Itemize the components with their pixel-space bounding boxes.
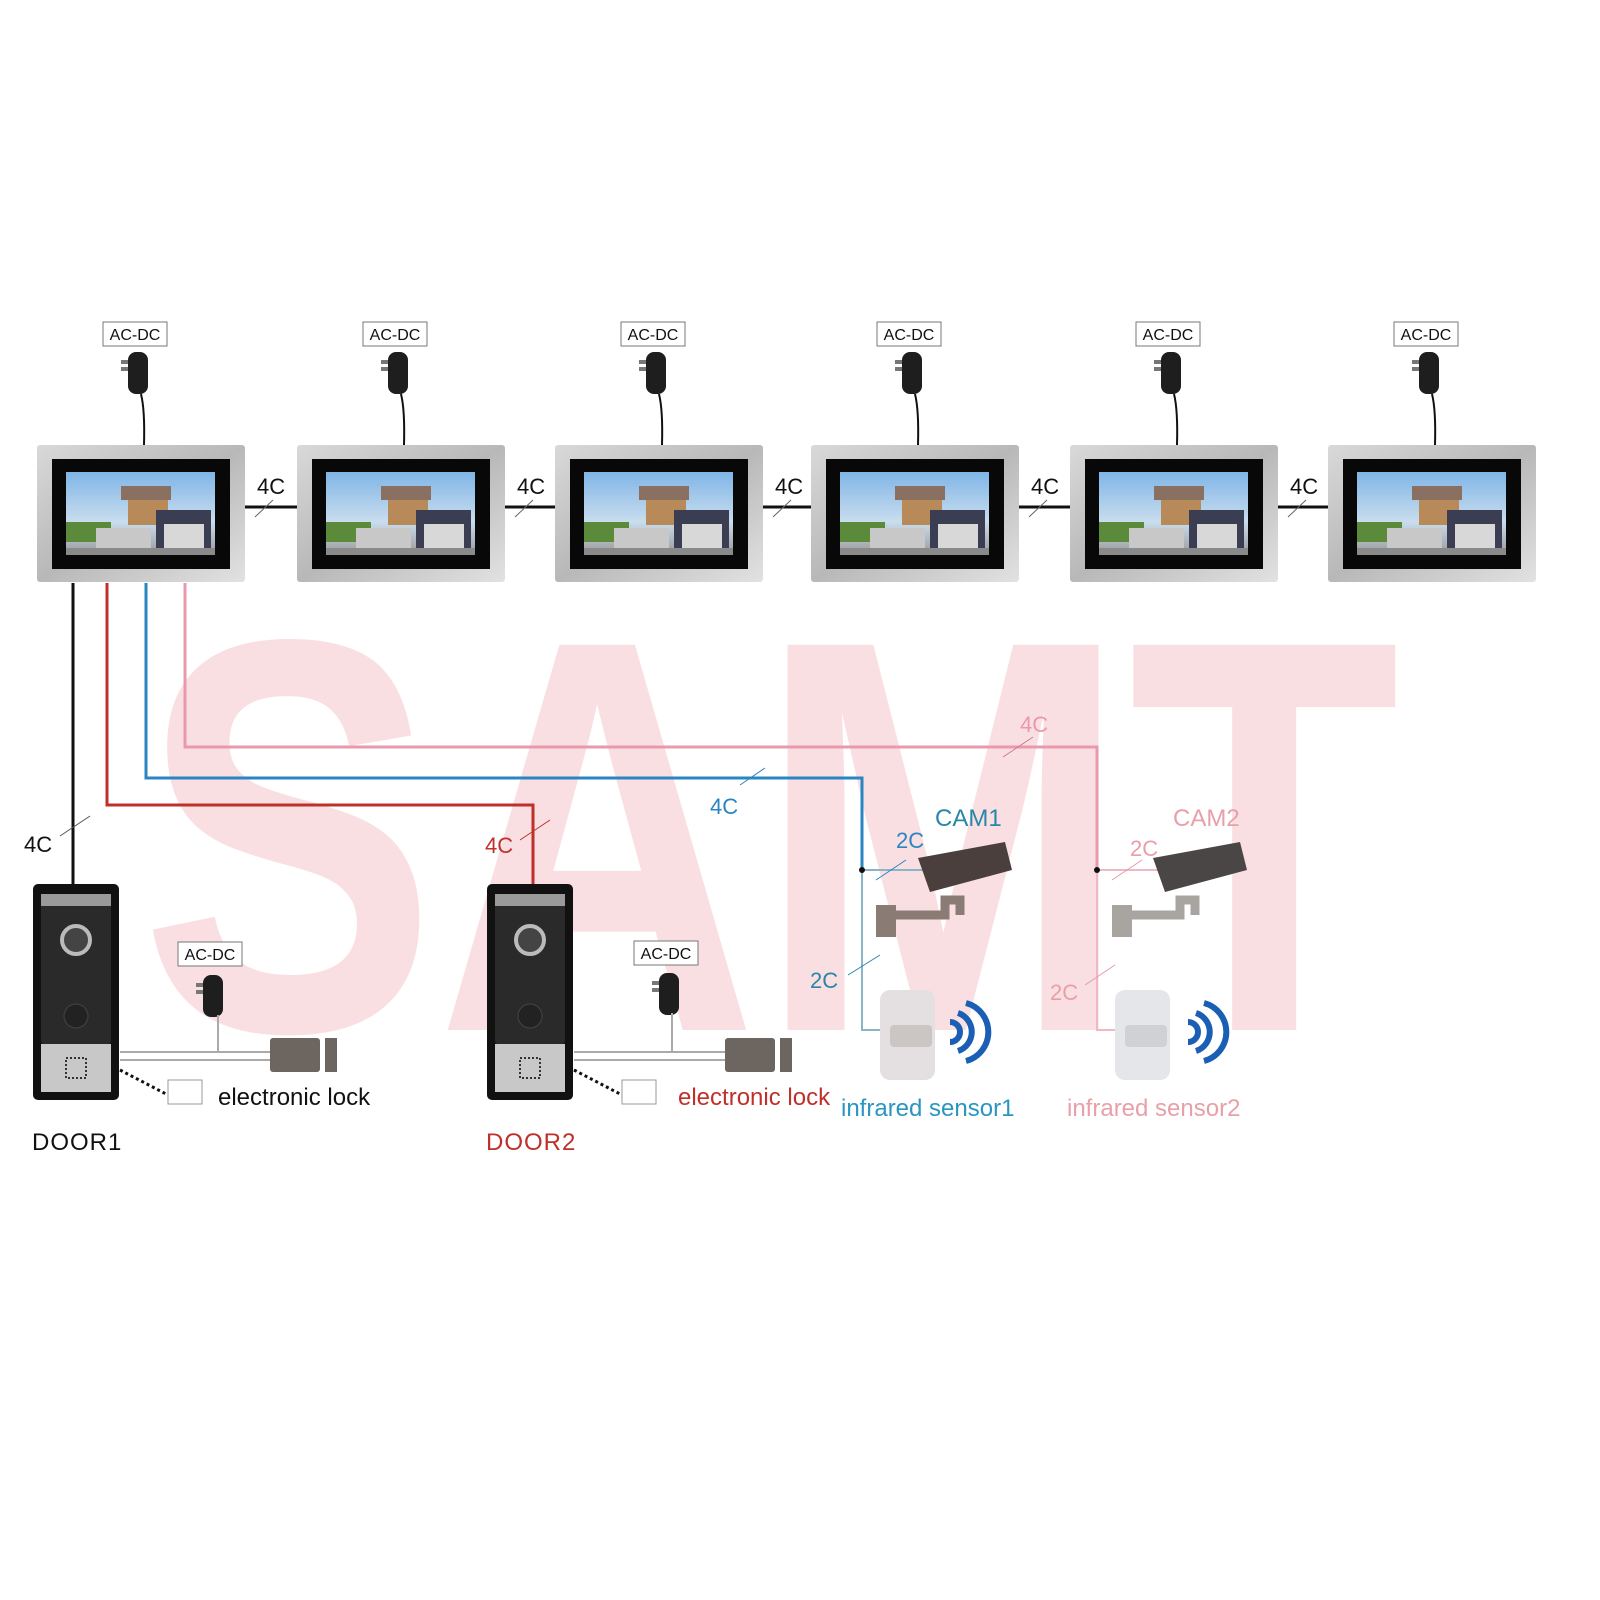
electronic-lock-icon xyxy=(270,1038,320,1072)
power-adapter-icon xyxy=(639,352,666,394)
monitor-6: AC-DC xyxy=(1328,321,1536,582)
door1-power-label: AC-DC xyxy=(185,947,236,964)
door2-lock-label: electronic lock xyxy=(678,1084,831,1111)
power-adapter-icon xyxy=(1412,352,1439,394)
cam1-cam-wire-label: 2C xyxy=(896,828,924,853)
switch-icon xyxy=(621,1079,657,1105)
wireless-signal-icon xyxy=(949,1000,992,1064)
infrared-sensor-icon xyxy=(880,990,935,1080)
door2-power-label: AC-DC xyxy=(641,946,692,963)
wireless-signal-icon xyxy=(1187,1000,1230,1064)
door2-label: DOOR2 xyxy=(486,1129,576,1156)
cam2-label: CAM2 xyxy=(1173,805,1240,832)
power-adapter-icon xyxy=(381,352,408,394)
door1-wire xyxy=(59,583,91,885)
cam1-sensor-wire-label: 2C xyxy=(810,968,838,993)
monitor-3: AC-DC 4C xyxy=(555,321,815,582)
link-label: 4C xyxy=(1031,474,1059,499)
cam1-label: CAM1 xyxy=(935,805,1002,832)
door1-wire-label: 4C xyxy=(24,832,52,857)
cam2-group: CAM2 2C 2C infrared sensor2 xyxy=(1050,805,1247,1122)
security-camera-icon xyxy=(876,842,1012,937)
door1-station xyxy=(33,884,119,1100)
door1-lock-label: electronic lock xyxy=(218,1084,371,1111)
cam2-wire-label: 4C xyxy=(1020,712,1048,737)
door2-lock-assembly: AC-DC electronic lock xyxy=(573,940,831,1111)
cam2-wire xyxy=(183,583,1170,1031)
cam2-sensor-wire-label: 2C xyxy=(1050,980,1078,1005)
power-adapter-icon xyxy=(1154,352,1181,394)
link-label: 4C xyxy=(1290,474,1318,499)
security-camera-icon xyxy=(1112,842,1247,937)
call-button-icon xyxy=(517,1003,543,1029)
call-button-icon xyxy=(63,1003,89,1029)
infrared-sensor1-label: infrared sensor1 xyxy=(841,1095,1014,1122)
cam1-group: CAM1 2C 2C infrared sensor1 xyxy=(810,805,1014,1122)
power-label: AC-DC xyxy=(370,327,421,344)
power-label: AC-DC xyxy=(110,327,161,344)
monitor-4: AC-DC 4C xyxy=(811,321,1071,582)
link-label: 4C xyxy=(257,474,285,499)
door2-station xyxy=(487,884,573,1100)
power-label: AC-DC xyxy=(1143,327,1194,344)
cam1-wire-label: 4C xyxy=(710,794,738,819)
door1-lock-assembly: AC-DC electronic lock xyxy=(119,941,371,1111)
monitor-1: AC-DC 4C xyxy=(37,321,297,582)
link-label: 4C xyxy=(517,474,545,499)
power-label: AC-DC xyxy=(628,327,679,344)
power-adapter-icon xyxy=(121,352,148,394)
link-label: 4C xyxy=(775,474,803,499)
door2-wire xyxy=(105,583,551,885)
infrared-sensor2-label: infrared sensor2 xyxy=(1067,1095,1240,1122)
door1-label: DOOR1 xyxy=(32,1129,122,1156)
cam2-cam-wire-label: 2C xyxy=(1130,836,1158,861)
monitor-row: AC-DC 4C AC-DC 4C AC-DC 4C AC-DC 4C AC-DC 4C AC-DC xyxy=(37,321,1536,582)
power-label: AC-DC xyxy=(1401,327,1452,344)
power-label: AC-DC xyxy=(884,327,935,344)
electronic-lock-icon xyxy=(725,1038,775,1072)
power-adapter-icon xyxy=(895,352,922,394)
infrared-sensor-icon xyxy=(1115,990,1170,1080)
switch-icon xyxy=(167,1079,203,1105)
monitor-2: AC-DC 4C xyxy=(297,321,557,582)
door2-wire-label: 4C xyxy=(485,833,513,858)
monitor-5: AC-DC 4C xyxy=(1070,321,1330,582)
